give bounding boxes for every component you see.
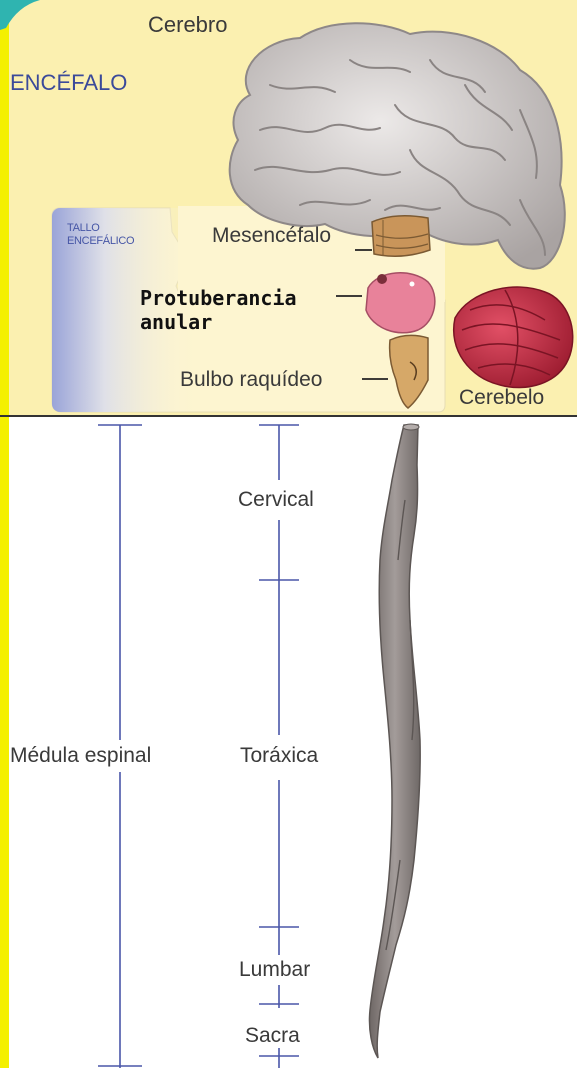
pons-illustration bbox=[366, 273, 435, 333]
label-cerebro: Cerebro bbox=[148, 12, 227, 38]
label-cerebelo: Cerebelo bbox=[459, 386, 544, 410]
label-tallo-line2: ENCEFÁLICO bbox=[67, 235, 134, 247]
label-cervical: Cervical bbox=[238, 488, 314, 512]
label-toraxica: Toráxica bbox=[240, 744, 318, 768]
label-medula: Médula espinal bbox=[10, 744, 151, 768]
label-encefalo: ENCÉFALO bbox=[10, 70, 127, 96]
label-lumbar: Lumbar bbox=[239, 958, 310, 982]
mesencephalon-illustration bbox=[372, 216, 430, 257]
label-sacra: Sacra bbox=[245, 1024, 300, 1048]
label-protuberancia-line2: anular bbox=[140, 311, 212, 334]
left-border-stripe bbox=[0, 0, 9, 1068]
label-tallo-line1: TALLO bbox=[67, 222, 100, 234]
label-bulbo: Bulbo raquídeo bbox=[180, 368, 322, 392]
spinal-cord-illustration bbox=[369, 424, 420, 1058]
label-mesencefalo: Mesencéfalo bbox=[212, 224, 331, 248]
label-protuberancia-line1: Protuberancia bbox=[140, 287, 297, 310]
